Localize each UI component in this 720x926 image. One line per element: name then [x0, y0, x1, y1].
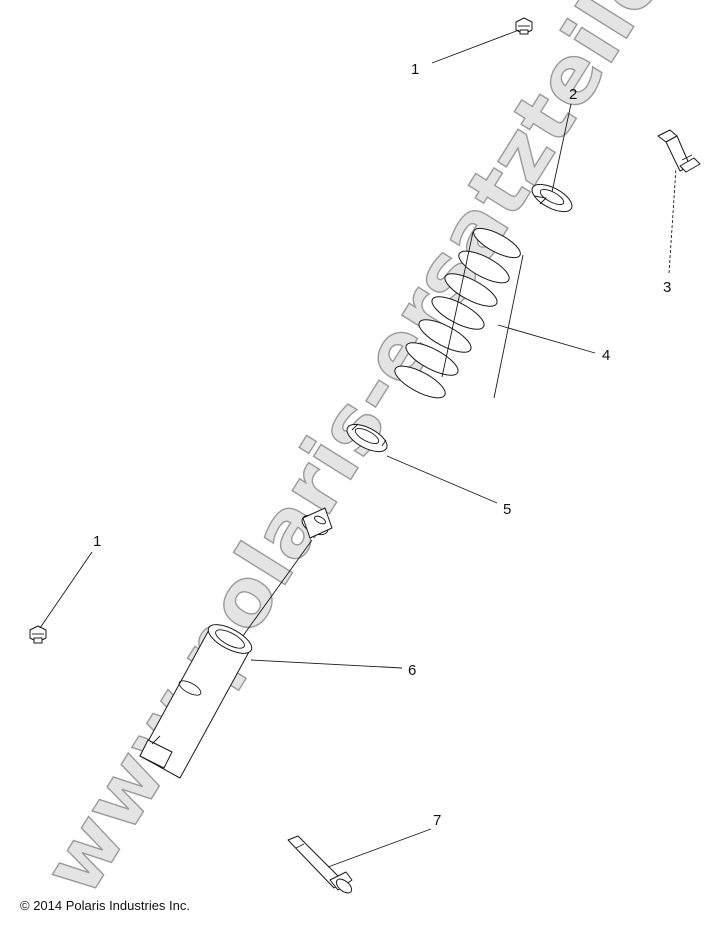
copyright-notice: © 2014 Polaris Industries Inc.: [20, 898, 190, 913]
part-6-shock-body: [139, 624, 253, 779]
part-1-lower-flange-nut: [29, 625, 47, 644]
part-1-upper-flange-nut: [515, 17, 533, 35]
callout-labels: 1 2 3 4 5 1 6 7: [93, 61, 671, 829]
part-4-coil-spring: [394, 227, 524, 399]
watermark-text: www.polaris-ersatzteile.de: [25, 0, 720, 910]
callout-1-upper: 1: [411, 61, 419, 78]
part-7-lower-bolt: [287, 835, 353, 894]
part-shock-shaft: [239, 507, 333, 641]
callout-6: 6: [408, 662, 416, 679]
callout-5: 5: [503, 501, 511, 518]
leader-lines: [39, 29, 677, 868]
callout-2: 2: [569, 86, 577, 103]
part-5-spring-seat: [346, 423, 388, 453]
part-2-spring-retainer: [531, 183, 573, 213]
part-3-upper-bolt: [657, 129, 701, 173]
callout-1-lower: 1: [93, 533, 101, 550]
callout-7: 7: [433, 812, 441, 829]
callout-3: 3: [663, 279, 671, 296]
callout-4: 4: [602, 347, 610, 364]
